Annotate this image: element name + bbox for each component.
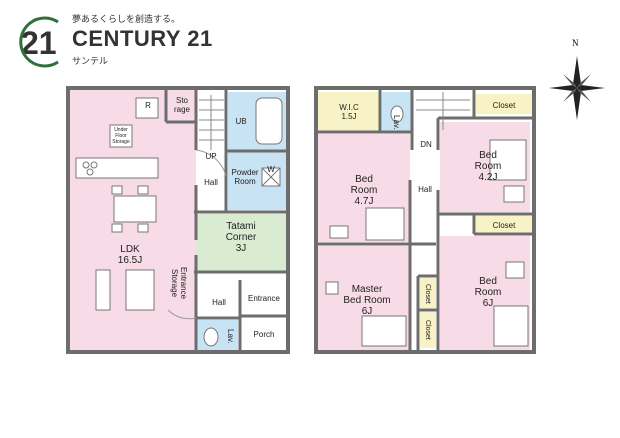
label-ldk: LDK 16.5J <box>117 244 143 266</box>
floor2-plan <box>314 86 536 354</box>
label-porch: Porch <box>253 330 275 339</box>
label-ub: UB <box>235 117 247 126</box>
bedroom-furniture <box>325 105 529 347</box>
label-wic: W.I.C 1.5J <box>339 103 359 121</box>
label-master-bedroom: Master Bed Room 6J <box>343 284 391 317</box>
closet-v1 <box>420 278 436 308</box>
wic-room <box>318 92 380 132</box>
entrance-area <box>240 285 286 315</box>
label-hall-floor1: Hall <box>204 178 218 187</box>
brand-name: CENTURY 21 <box>72 26 213 51</box>
label-bedroom-47: Bed Room 4.7J <box>350 174 378 207</box>
tatami-corner <box>196 214 286 272</box>
kitchen-furniture <box>75 97 159 311</box>
storage-room <box>166 90 196 122</box>
label-under-floor-storage: Under Floor Storage <box>112 127 130 145</box>
label-tatami-corner: Tatami Corner 3J <box>225 221 257 254</box>
label-lav-floor1: Lav. <box>226 328 235 344</box>
closet-v2 <box>420 312 436 348</box>
stairs-floor1 <box>199 95 224 150</box>
floor1-plan <box>66 86 290 354</box>
closet-mid-area <box>476 216 532 234</box>
brand-branch: サンテル <box>72 56 109 66</box>
label-bedroom-6j: Bed Room 6J <box>474 276 502 309</box>
label-hall-floor2: Hall <box>418 185 432 194</box>
label-entrance-storage: Entrance Storage <box>170 266 188 300</box>
label-entrance: Entrance <box>247 294 281 303</box>
brand-tagline: 夢あるくらしを創造する。 <box>72 14 181 24</box>
compass-north-label: N <box>572 38 579 48</box>
label-closet-top: Closet <box>492 101 516 110</box>
label-lav-floor2: Lav. <box>392 114 401 130</box>
label-closet-v2: Closet <box>424 320 431 340</box>
label-w-mark: W <box>267 165 275 174</box>
label-closet-mid: Closet <box>492 221 516 230</box>
label-hall-small: Hall <box>212 298 226 307</box>
bathroom-fixtures <box>203 97 283 347</box>
closet-top-area <box>476 94 532 114</box>
label-r-mark: R <box>145 101 151 110</box>
label-dn: DN <box>420 140 432 149</box>
logo-ring-icon <box>19 16 59 68</box>
entrance-storage-room <box>168 215 196 310</box>
label-closet-v1: Closet <box>424 284 431 304</box>
logo-number: 21 <box>21 25 57 61</box>
label-bedroom-42: Bed Room 4.2J <box>474 150 502 183</box>
label-powder-room: Powder Room <box>231 168 259 186</box>
stairs-floor2 <box>416 92 470 130</box>
compass-rose-icon <box>549 56 605 120</box>
label-up: UP <box>205 152 217 161</box>
label-storage: Sto rage <box>173 96 190 114</box>
